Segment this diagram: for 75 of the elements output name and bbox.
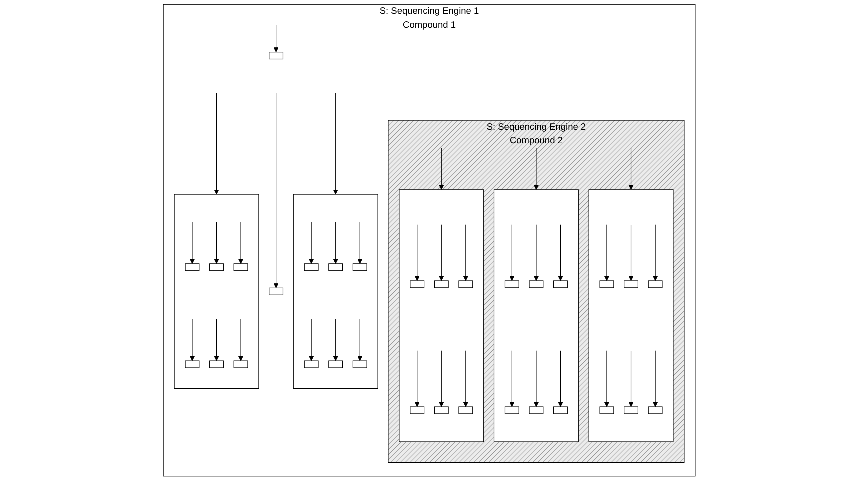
cluster: S: Sequencing Engine 2 Compound 2 — [388, 120, 685, 464]
arrow — [190, 319, 196, 362]
node-box — [600, 406, 614, 414]
arrow — [309, 319, 314, 362]
node-box — [554, 406, 568, 414]
arrow — [439, 224, 444, 282]
arrow — [510, 350, 515, 408]
arrow — [558, 224, 564, 282]
node-box — [234, 264, 248, 272]
arrow — [274, 93, 279, 288]
arrow — [214, 319, 220, 362]
arrow — [628, 350, 634, 408]
node-box — [529, 280, 544, 288]
arrow — [628, 148, 634, 190]
arrow — [414, 224, 420, 282]
arrow — [534, 224, 539, 282]
cluster — [588, 190, 674, 442]
arrow — [414, 350, 420, 408]
arrow — [558, 350, 564, 408]
node-box — [504, 406, 520, 414]
arrow — [628, 224, 634, 282]
arrow — [463, 224, 468, 282]
node-box — [269, 52, 284, 60]
node-box — [352, 264, 368, 272]
arrow — [238, 222, 244, 264]
node-box — [434, 280, 449, 288]
node-box — [458, 406, 474, 414]
arrow — [333, 222, 338, 264]
arrow — [238, 319, 244, 362]
arrow — [358, 222, 363, 264]
cluster — [293, 194, 378, 390]
arrow — [534, 350, 539, 408]
cluster — [399, 190, 484, 442]
arrow — [309, 222, 314, 264]
arrow — [190, 222, 196, 264]
node-box — [234, 360, 248, 368]
arrow — [214, 222, 220, 264]
node-box — [648, 406, 663, 414]
arrow — [439, 350, 444, 408]
node-box — [554, 280, 568, 288]
node-box — [624, 406, 638, 414]
arrow — [510, 224, 515, 282]
node-box — [529, 406, 544, 414]
node-box — [185, 360, 200, 368]
node-box — [648, 280, 663, 288]
cluster — [494, 190, 579, 442]
arrow — [358, 319, 363, 362]
node-box — [410, 280, 425, 288]
arrow — [214, 93, 220, 195]
node-box — [210, 360, 224, 368]
cluster — [174, 194, 260, 390]
arrow — [653, 350, 658, 408]
node-box — [600, 280, 614, 288]
node-box — [269, 288, 284, 296]
arrow — [274, 24, 279, 53]
node-box — [328, 360, 344, 368]
arrow — [333, 319, 338, 362]
node-box — [304, 360, 319, 368]
arrow — [333, 93, 338, 195]
arrow — [534, 148, 539, 190]
arrow — [439, 148, 444, 190]
arrow — [604, 350, 610, 408]
node-box — [210, 264, 224, 272]
node-box — [410, 406, 425, 414]
node-box — [434, 406, 449, 414]
node-box — [624, 280, 638, 288]
arrow — [463, 350, 468, 408]
arrow — [653, 224, 658, 282]
arrow — [604, 224, 610, 282]
node-box — [458, 280, 474, 288]
node-box — [328, 264, 344, 272]
node-box — [504, 280, 520, 288]
node-box — [185, 264, 200, 272]
node-box — [304, 264, 319, 272]
node-box — [352, 360, 368, 368]
